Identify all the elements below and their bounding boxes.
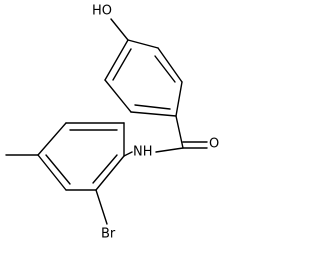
bond-ring1-c xyxy=(175,81,183,117)
bond-hydroxyl xyxy=(110,18,129,41)
atom-label-o: O xyxy=(209,137,219,152)
bond-n-ring2 xyxy=(123,151,133,157)
bond-ring2-d-inner xyxy=(45,154,71,185)
bond-ring2-d xyxy=(37,154,67,191)
atom-label-ho: HO xyxy=(92,4,112,19)
bond-ring1-a xyxy=(127,39,159,49)
bond-ring1-e xyxy=(104,79,132,113)
bond-ring2-f-inner xyxy=(92,154,118,184)
bond-carbonyl-n xyxy=(155,147,184,153)
molecule-structure: HO O NH Br xyxy=(5,4,219,242)
bond-ring1-carbonyl xyxy=(175,115,184,149)
bonds xyxy=(5,18,208,225)
bond-ring2-c xyxy=(37,122,67,156)
bond-ring1-d xyxy=(130,111,177,117)
bond-ring1-f xyxy=(104,39,129,81)
bond-ring1-d-inner xyxy=(134,104,171,110)
bond-ring1-b xyxy=(157,47,183,83)
bond-bromine xyxy=(95,189,108,225)
bond-ring2-f xyxy=(95,155,125,191)
bond-ring1-b-inner xyxy=(154,55,176,83)
bond-ring1-f-inner xyxy=(112,48,132,81)
atom-label-br: Br xyxy=(101,227,116,242)
atom-labels: HO O NH Br xyxy=(92,4,219,242)
atom-label-nh: NH xyxy=(133,145,153,160)
